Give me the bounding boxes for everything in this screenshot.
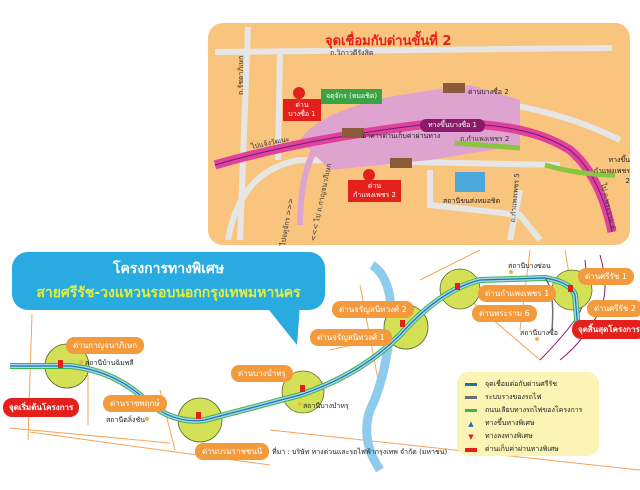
toll-label-kamphaeng-phet-2: ด่าน กำแพงเพชร 2 bbox=[348, 180, 401, 202]
up-arrow-icon: ▲ bbox=[468, 419, 474, 428]
toll-label-charan-1: ด่านจรัญสนิทวงศ์ 1 bbox=[310, 329, 392, 346]
inset-ramp bbox=[297, 87, 481, 226]
line-icon bbox=[465, 383, 477, 386]
mochit-terminal-label: สถานีขนส่งหมอชิต bbox=[443, 197, 501, 205]
legend-label: ถนนเลียบทางรถไฟของโครงการ bbox=[485, 406, 583, 414]
legend-label: ด่านเก็บค่าผ่านทางพิเศษ bbox=[485, 445, 559, 453]
road-label-ratchadaphisek: ถ.รัชดาภิเษก bbox=[237, 55, 245, 95]
toll-label-bang-sue-1: ด่าน บางซื่อ 1 bbox=[283, 99, 321, 121]
green-road bbox=[454, 140, 521, 151]
ramp-kamphaeng-phet-2-label: ทางขึ้น กำแพงเพชร 2 bbox=[593, 156, 630, 185]
toll-label-charan-2: ด่านจรัญสนิทวงศ์ 2 bbox=[332, 301, 414, 318]
legend-item: ▼ ทางลงทางพิเศษ bbox=[465, 430, 591, 443]
line-icon bbox=[465, 396, 477, 399]
toll-building-label: อาคารด่านเก็บค่าผ่านทาง bbox=[362, 132, 441, 140]
toll-label-ratchaphruek: ด่านราชพฤกษ์ bbox=[103, 395, 167, 412]
toll-pin-icon bbox=[293, 87, 305, 99]
station-label-bang-son: สถานีบางซ่อน bbox=[508, 262, 551, 270]
legend-item: ▲ ทางขึ้นทางพิเศษ bbox=[465, 417, 591, 430]
station-label-bang-sue: สถานีบางซื่อ bbox=[520, 329, 558, 337]
title-bubble: โครงการทางพิเศษ สายศรีรัช-วงแหวนรอบนอกกร… bbox=[12, 252, 325, 310]
toll-label-rama-6: ด่านพระราม 6 bbox=[472, 305, 537, 322]
title-line-1: โครงการทางพิเศษ bbox=[112, 261, 225, 277]
source-credit: ที่มา : บริษัท ทางด่วนและรถไฟฟ้ากรุงเทพ … bbox=[272, 448, 448, 456]
toll-label-bang-bamru: ด่านบางบำหรุ bbox=[231, 365, 293, 382]
toll-building-icon bbox=[342, 83, 465, 168]
toll-pin-icon bbox=[363, 169, 375, 181]
chao-phraya-river bbox=[362, 261, 396, 473]
road-label-vibhavadi: ถ.วิภาวดีรังสิต bbox=[330, 49, 374, 57]
legend-label: ทางลงทางพิเศษ bbox=[485, 432, 533, 440]
chatuchak-label: จตุจักร (หมอชิต) bbox=[321, 89, 383, 104]
legend-item: ระบบรางของรถไฟ bbox=[465, 391, 591, 404]
ramp-bang-sue-1-label: ทางขึ้นบางซื่อ 1 bbox=[420, 119, 485, 132]
station-dots bbox=[79, 270, 539, 421]
line-icon bbox=[465, 409, 477, 412]
station-label-taling-chan: สถานีตลิ่งชัน bbox=[106, 416, 146, 424]
toll-booth-icon bbox=[465, 447, 477, 452]
station-label-bang-bamru: สถานีบางบำหรุ bbox=[303, 402, 349, 410]
mochit-terminal-icon bbox=[455, 172, 485, 192]
end-point-label: จุดสิ้นสุดโครงการ bbox=[572, 320, 640, 339]
start-point-label: จุดเริ่มต้นโครงการ bbox=[3, 398, 80, 417]
legend-item: จุดเชื่อมต่อกับด่านศรีรัช bbox=[465, 378, 591, 391]
toll-label-kanchanaphisek: ด่านกาญจนาภิเษก bbox=[66, 337, 145, 354]
green-road bbox=[544, 162, 616, 178]
legend-label: ระบบรางของรถไฟ bbox=[485, 393, 542, 401]
inset-title: จุดเชื่อมกับด่านขั้นที่ 2 bbox=[325, 34, 452, 49]
legend-label: จุดเชื่อมต่อกับด่านศรีรัช bbox=[485, 380, 558, 388]
toll-label-borommaratchachonnani: ด่านบรมราชชนนี bbox=[195, 443, 270, 460]
legend-label: ทางขึ้นทางพิเศษ bbox=[485, 419, 535, 427]
inset-roads bbox=[214, 26, 622, 242]
legend: จุดเชื่อมต่อกับด่านศรีรัช ระบบรางของรถไฟ… bbox=[457, 372, 599, 456]
toll-label-bang-sue-2: ด่านบางซื่อ 2 bbox=[468, 88, 509, 96]
down-arrow-icon: ▼ bbox=[468, 432, 474, 441]
bubble-tail bbox=[265, 305, 300, 345]
toll-label-kamphaeng-phet-1: ด่านกำแพงเพชร 1 bbox=[478, 285, 557, 302]
toll-label-si-rat-2: ด่านศรีรัช 2 bbox=[587, 300, 640, 317]
title-line-2: สายศรีรัช-วงแหวนรอบนอกกรุงเทพมหานคร bbox=[36, 285, 301, 301]
route-lines bbox=[10, 274, 581, 424]
toll-label-si-rat-1: ด่านศรีรัช 1 bbox=[578, 268, 634, 285]
legend-item: ด่านเก็บค่าผ่านทางพิเศษ bbox=[465, 443, 591, 456]
station-label-ban-chimphli: สถานีบ้านฉิมพลี bbox=[85, 359, 134, 367]
toll-booth-markers bbox=[58, 283, 573, 419]
road-label-kamphaeng-phet-2: ถ.กำแพงเพชร 2 bbox=[460, 135, 510, 143]
legend-item: ถนนเลียบทางรถไฟของโครงการ bbox=[465, 404, 591, 417]
